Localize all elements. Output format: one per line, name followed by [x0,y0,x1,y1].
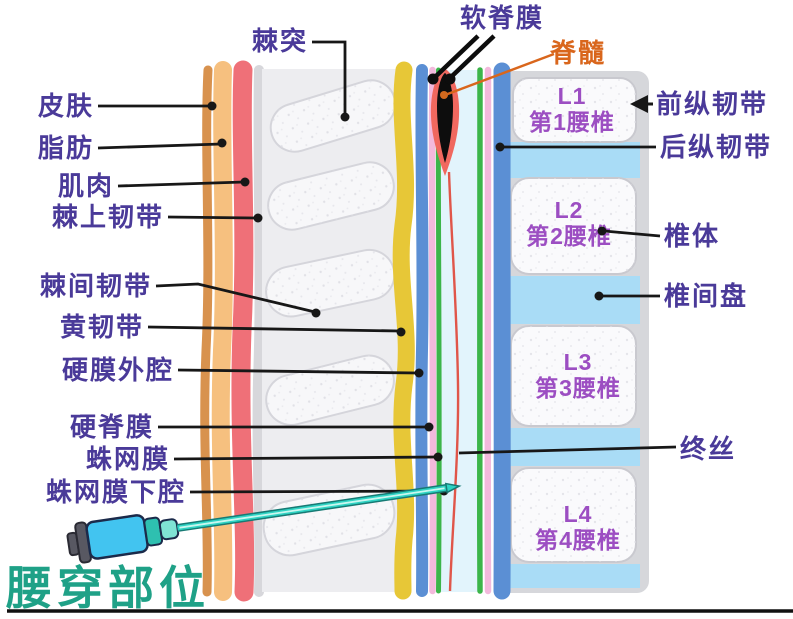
vertebra-l1-code: L1 [558,83,587,109]
vertebra-l2 [510,177,637,275]
leader-vertebral-body [603,229,661,238]
vertebra-l3-name: 第3腰椎 [535,375,621,401]
leader-arachnoid [173,455,438,461]
syringe-nozzle [158,518,180,541]
arrowhead-all [630,95,648,113]
label-muscle: 肌肉 [58,171,114,201]
label-fat: 脂肪 [38,133,94,163]
vertebra-l2-name: 第2腰椎 [526,223,612,249]
label-arachnoid: 蛛网膜 [86,444,170,474]
label-posterior-longitudinal-ligament: 后纵韧带 [660,132,772,162]
label-pia-mater: 软脊膜 [460,3,544,33]
label-spinous-process: 棘突 [252,26,308,56]
labels-top: 棘突 软脊膜 脊髓 [252,3,606,122]
label-puncture-site: 腰穿部位 [6,562,210,614]
label-vertebral-body: 椎体 [664,221,720,251]
syringe-barrel [85,514,149,560]
leader-filum [458,445,677,455]
label-epidural-space: 硬膜外腔 [62,355,174,385]
posterior-longitudinal-ligament-band [493,62,511,600]
leader-pia-right [448,34,496,80]
dot-pia-left [427,73,439,85]
labels-left: 皮肤 脂肪 肌肉 棘上韧带 棘间韧带 黄韧带 硬膜外腔 硬脊膜 蛛网膜 蛛网膜下… [38,91,186,507]
vertebra-l1-name: 第1腰椎 [529,109,615,135]
dot-pll [495,142,505,152]
fat-band [211,61,233,601]
dot-muscle [240,177,250,187]
arachnoid-right [476,67,484,594]
vertebra-l4-name: 第4腰椎 [535,527,621,553]
epidural-space-band [415,64,429,597]
label-dura-mater: 硬脊膜 [70,412,154,442]
disc-l3-l4 [510,428,640,466]
dot-supraspinous [253,213,263,223]
label-spinal-cord: 脊髓 [549,38,606,68]
vertebra-l3 [510,325,637,427]
leader-supraspinous [167,215,258,220]
dot-fat [217,138,227,148]
disc-below-l4 [510,564,640,588]
dot-dura [424,422,434,432]
vertebra-l3-code: L3 [564,349,593,375]
vertebra-l1 [512,77,637,143]
vertebra-l4 [510,467,637,563]
dot-vertebral-body [597,226,607,236]
disc-l2-l3 [510,276,640,324]
leader-epidural [177,368,419,375]
syringe [66,482,462,564]
dura-mater-right [484,66,492,595]
label-interspinous-ligament: 棘间韧带 [40,271,152,301]
dot-spinous-process [340,112,350,122]
dura-mater-left [428,66,437,595]
label-filum-terminale: 终丝 [680,434,736,464]
label-intervertebral-disc: 椎间盘 [664,281,748,311]
vertebra-l2-code: L2 [555,197,584,223]
leader-interspinous [155,282,316,314]
leader-spinous-process [312,40,347,114]
label-skin: 皮肤 [38,91,94,121]
needle-highlight [179,487,445,529]
label-ligamentum-flavum: 黄韧带 [60,312,144,342]
dot-arachnoid [433,452,443,462]
label-anterior-longitudinal-ligament: 前纵韧带 [656,89,768,119]
dot-interspinous [311,308,321,318]
dot-pia-right [444,73,456,85]
spinous-process-2 [267,161,395,231]
dot-disc [594,291,604,301]
filum-terminale [447,171,460,592]
spinous-process-3 [265,248,396,318]
leader-spinal-cord [444,52,555,97]
skin-band [200,65,213,597]
muscle-band [231,60,255,602]
label-subarachnoid-space: 蛛网膜下腔 [46,477,186,507]
labels-right: 前纵韧带 后纵韧带 椎体 椎间盘 终丝 [458,89,772,464]
ligamentum-flavum-band [392,61,415,600]
vertebral-column: L1 第1腰椎 L2 第2腰椎 L3 第3腰椎 L4 第4腰椎 [497,71,649,593]
dot-spinal-cord [440,91,448,99]
leader-flavum [147,325,401,333]
dot-skin [207,101,217,111]
needle-tip [444,482,462,494]
label-supraspinous-ligament: 棘上韧带 [52,202,164,232]
spinal-canal [392,61,511,600]
dot-epidural [414,368,424,378]
vertebra-l4-code: L4 [564,501,593,527]
leader-fat [97,142,222,150]
leader-muscle [117,180,245,188]
leader-pia-left [432,34,480,80]
dot-flavum [396,327,406,337]
